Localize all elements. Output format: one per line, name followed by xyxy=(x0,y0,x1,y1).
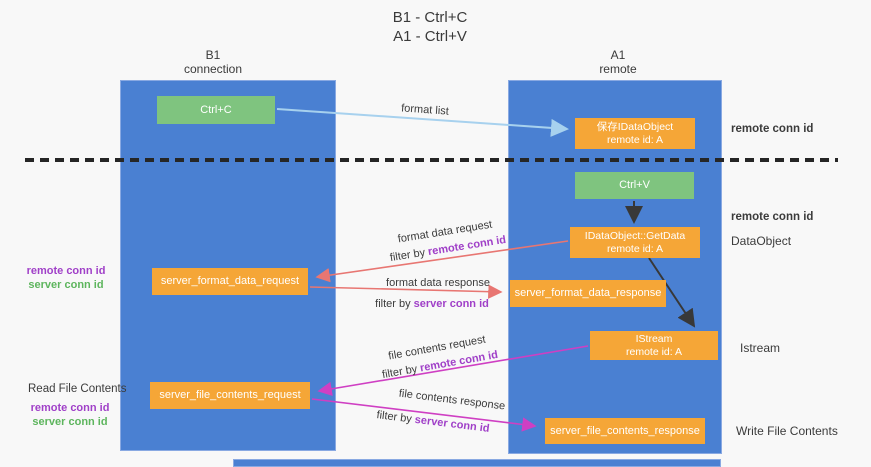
filter-by-text: filter by xyxy=(375,298,411,310)
left-conn-ids-format: remote conn id server conn id xyxy=(24,265,108,292)
filter-by-text: filter by xyxy=(375,409,413,426)
format-list-label: format list xyxy=(400,102,450,118)
node-ctrl-v: Ctrl+V xyxy=(575,172,694,199)
server-file-contents-request-label: server_file_contents_request xyxy=(159,389,301,401)
getdata-line2: remote id: A xyxy=(606,242,664,255)
left-server-conn-id-2: server conn id xyxy=(32,415,108,428)
filter-by-text: filter by xyxy=(381,363,419,382)
write-file-contents-label: Write File Contents xyxy=(736,424,838,438)
istream-side-label: Istream xyxy=(740,341,781,355)
istream-line2: remote id: A xyxy=(625,345,683,358)
save-idataobject-line2: remote id: A xyxy=(606,133,664,146)
node-idataobject-getdata: IDataObject::GetData remote id: A xyxy=(570,227,700,258)
server-conn-id-text: server conn id xyxy=(413,298,489,310)
node-server-format-data-request: server_format_data_request xyxy=(152,268,308,295)
server-format-data-request-label: server_format_data_request xyxy=(160,275,300,287)
right-remote-conn-id-top: remote conn id xyxy=(731,123,814,135)
lane-a1-name: A1 xyxy=(610,48,626,62)
node-istream: IStream remote id: A xyxy=(590,331,718,360)
left-conn-ids-file: remote conn id server conn id xyxy=(28,402,112,429)
save-idataobject-line1: 保存IDataObject xyxy=(596,120,674,133)
node-server-file-contents-response: server_file_contents_response xyxy=(545,418,705,444)
lane-a1-role: remote xyxy=(599,62,637,76)
server-format-data-response-label: server_format_data_response xyxy=(514,287,662,299)
left-server-conn-id-1: server conn id xyxy=(28,278,104,291)
right-remote-conn-id-mid: remote conn id xyxy=(731,211,814,223)
file-contents-response-label: file contents response xyxy=(398,387,506,413)
filter-by-server-conn-id-label-1: filter by server conn id xyxy=(375,298,489,310)
lane-header-b1: B1 connection xyxy=(143,48,283,76)
lane-header-a1: A1 remote xyxy=(548,48,688,76)
title-line-1: B1 - Ctrl+C xyxy=(392,9,468,26)
server-file-contents-response-label: server_file_contents_response xyxy=(550,424,700,437)
read-file-contents-label: Read File Contents xyxy=(28,383,127,395)
node-save-idataobject: 保存IDataObject remote id: A xyxy=(575,118,695,149)
filter-by-text: filter by xyxy=(389,246,427,265)
lane-b1-name: B1 xyxy=(205,48,221,62)
format-data-response-label: format data response xyxy=(386,277,490,289)
lane-b1-role: connection xyxy=(183,62,243,76)
getdata-line1: IDataObject::GetData xyxy=(584,229,686,242)
title-line-2: A1 - Ctrl+V xyxy=(393,28,467,45)
dataobject-label: DataObject xyxy=(731,234,792,248)
bottom-lane-partial xyxy=(233,459,721,467)
ctrl-c-label: Ctrl+C xyxy=(200,103,232,116)
ctrl-v-label: Ctrl+V xyxy=(619,179,650,191)
left-remote-conn-id-1: remote conn id xyxy=(26,265,106,277)
istream-line1: IStream xyxy=(635,332,673,345)
left-remote-conn-id-2: remote conn id xyxy=(30,402,110,414)
filter-by-server-conn-id-label-2: filter by server conn id xyxy=(376,409,490,435)
node-server-format-data-response: server_format_data_response xyxy=(510,280,666,307)
node-server-file-contents-request: server_file_contents_request xyxy=(150,382,310,409)
server-conn-id-text: server conn id xyxy=(414,413,491,435)
node-ctrl-c: Ctrl+C xyxy=(157,96,275,124)
diagram-title: B1 - Ctrl+C A1 - Ctrl+V xyxy=(310,8,550,46)
